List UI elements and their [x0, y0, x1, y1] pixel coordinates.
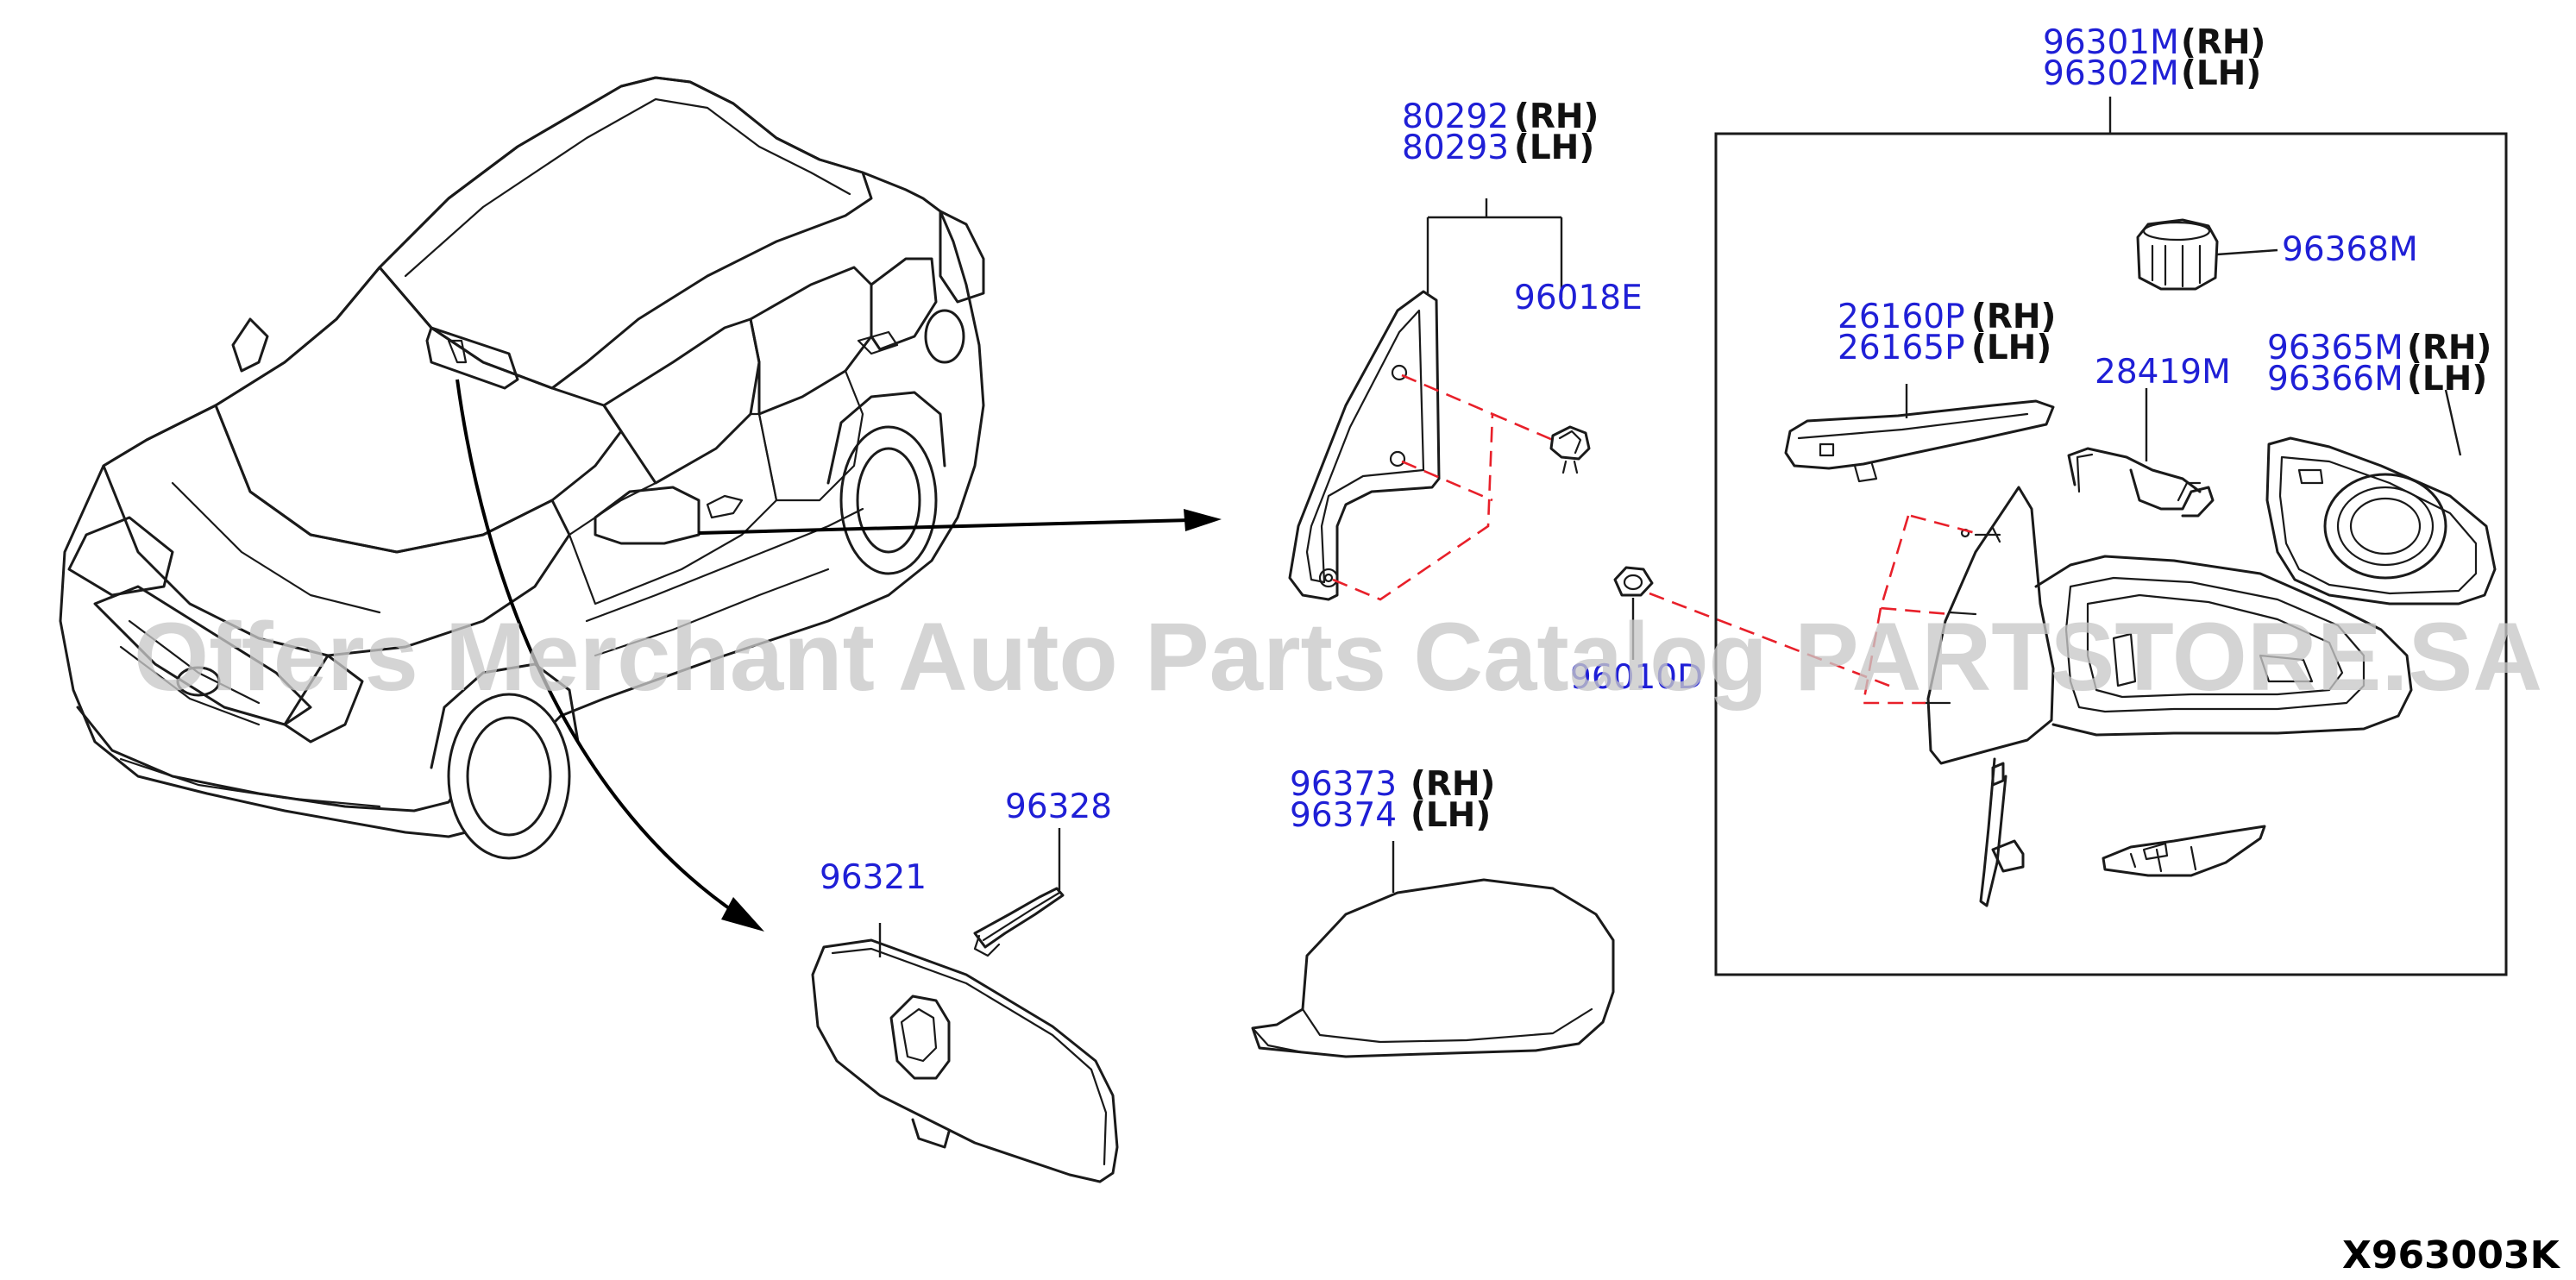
mirror-cover-96373 [1251, 841, 1615, 1058]
label-96373[interactable]: 96373 [1290, 765, 1397, 804]
label-96366M[interactable]: 96366M [2267, 360, 2403, 398]
label-26160P[interactable]: 26160P [1838, 298, 1965, 336]
label-96328[interactable]: 96328 [1005, 787, 1112, 826]
mirror-glass-96365M [2265, 389, 2497, 605]
label-26165P[interactable]: 26165P [1838, 329, 1965, 367]
label-80293[interactable]: 80293 [1402, 129, 1509, 167]
label-96010D[interactable]: 96010D [1570, 658, 1703, 697]
interior-mirror-96321 [811, 923, 1119, 1183]
clip-96018E [1549, 425, 1591, 474]
dashed-links-base [1332, 373, 1554, 601]
vehicle-illustration [59, 76, 985, 860]
label-96368M[interactable]: 96368M [2282, 230, 2418, 269]
label-96365M[interactable]: 96365M [2267, 329, 2403, 367]
label-side-rh: (RH) [2181, 23, 2265, 62]
turn-lamp-26160P [1784, 384, 2055, 483]
label-80292[interactable]: 80292 [1402, 97, 1509, 136]
actuator-96368M [2136, 218, 2278, 291]
label-side-rh: (RH) [1971, 298, 2056, 336]
label-side-lh: (LH) [2407, 360, 2487, 398]
label-96301M[interactable]: 96301M [2043, 23, 2179, 62]
dashed-link-nut [1649, 592, 1890, 687]
lower-bracket [2102, 825, 2266, 877]
mirror-base-gasket [1288, 290, 1441, 601]
label-side-lh: (LH) [1514, 129, 1594, 167]
label-96374[interactable]: 96374 [1290, 796, 1397, 835]
clip-96328 [973, 828, 1065, 957]
diagram-code: X963003K [2342, 1233, 2561, 1277]
label-side-lh: (LH) [1411, 796, 1491, 835]
label-side-rh: (RH) [1411, 765, 1495, 804]
label-side-rh: (RH) [2407, 329, 2491, 367]
label-side-lh: (LH) [2181, 54, 2261, 93]
label-96302M[interactable]: 96302M [2043, 54, 2179, 93]
label-96018E[interactable]: 96018E [1514, 279, 1643, 317]
dashed-links-housing [1862, 514, 1976, 705]
harness-28419M [2067, 388, 2215, 518]
label-96321[interactable]: 96321 [820, 858, 927, 897]
leader-80292 [1426, 198, 1563, 298]
nut-96010D [1613, 566, 1654, 660]
callout-arrows [456, 379, 1222, 932]
mirror-housing-assembly [1922, 486, 2413, 907]
watermark: Offers Merchant Auto Parts Catalog PARTS… [134, 603, 2542, 711]
label-28419M[interactable]: 28419M [2095, 353, 2231, 392]
label-side-rh: (RH) [1514, 97, 1599, 136]
part-number-labels: 96301M (RH) 96302M (LH) 80292 (RH) 80293… [820, 23, 2491, 897]
label-side-lh: (LH) [1971, 329, 2051, 367]
